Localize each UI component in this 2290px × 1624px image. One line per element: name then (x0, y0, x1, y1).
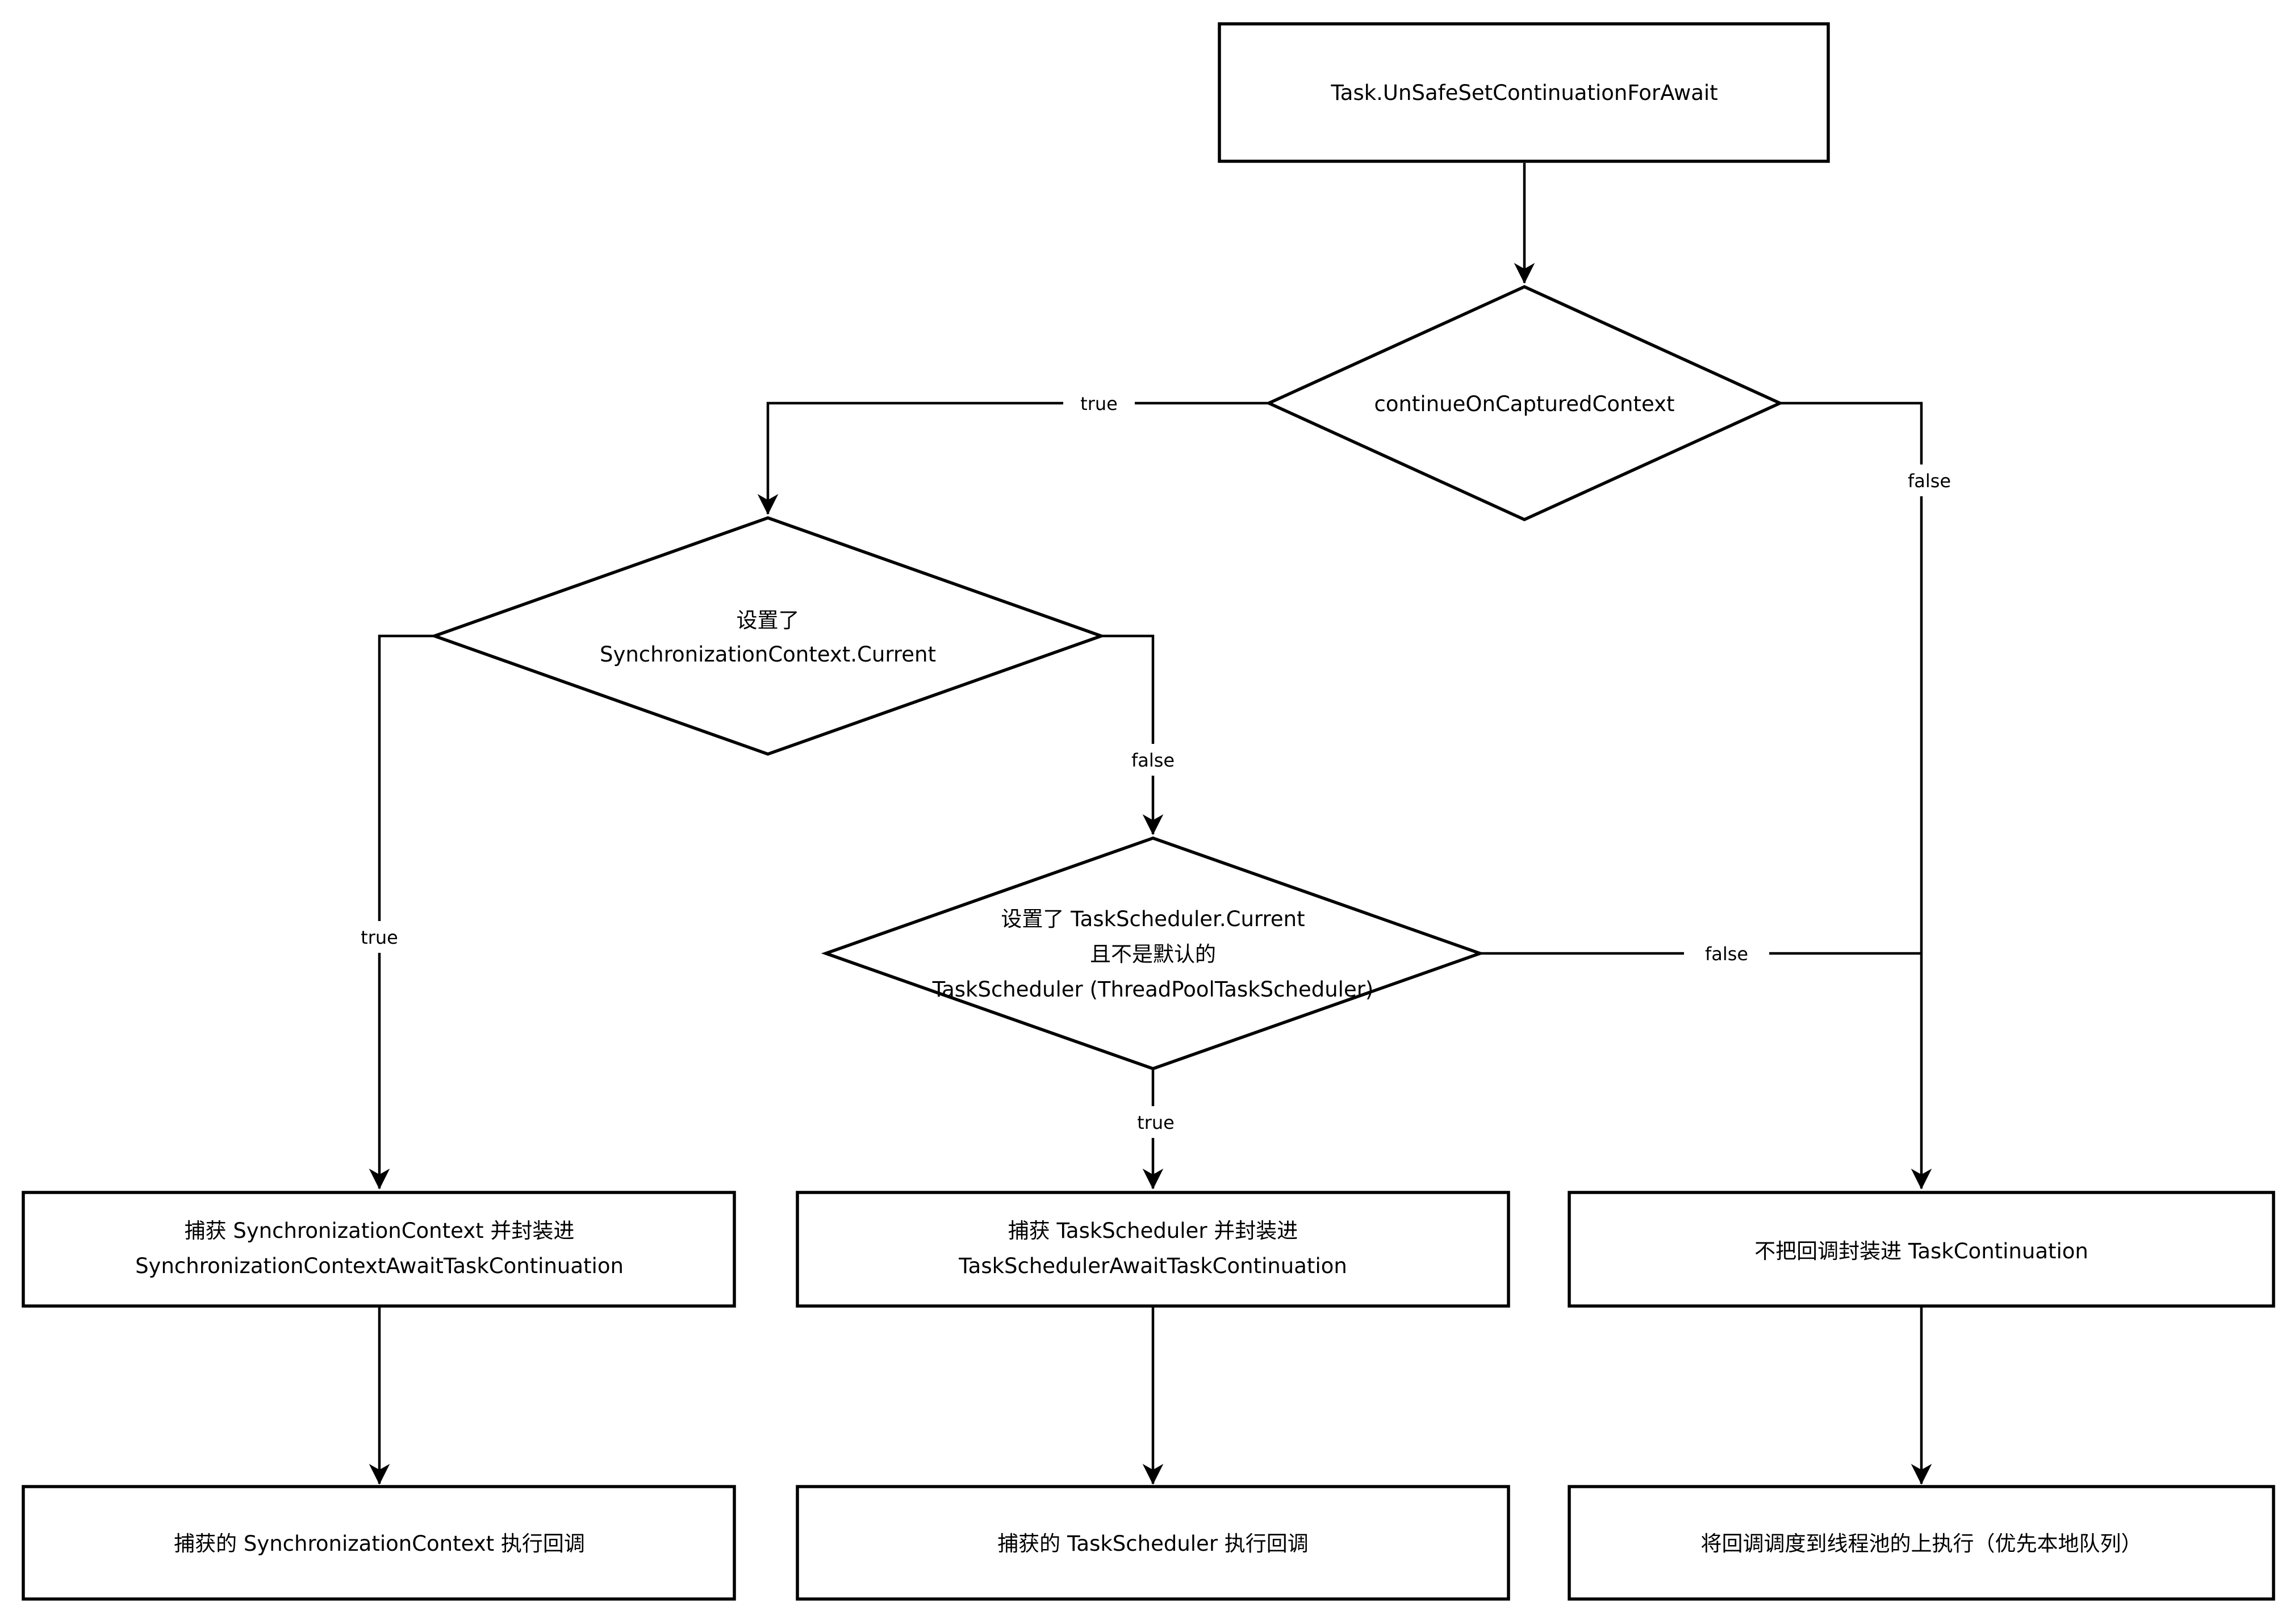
process-midleft-line2: SynchronizationContextAwaitTaskContinuat… (135, 1254, 624, 1278)
svg-text:true: true (361, 927, 398, 948)
decision-continueOnCapturedContext (1265, 284, 1784, 522)
edge-label-d2-false: false (1110, 744, 1196, 776)
decision3-label-line2: 且不是默认的 (1090, 942, 1216, 966)
svg-text:false: false (1131, 750, 1175, 771)
decision2-label-line1: 设置了 (737, 608, 800, 633)
decision2-label-line2: SynchronizationContext.Current (600, 642, 936, 667)
process-capture-synchronizationcontext (22, 1191, 736, 1308)
process-synccontext-invoke-callback (22, 1485, 736, 1601)
process-midcenter-line2: TaskSchedulerAwaitTaskContinuation (958, 1254, 1347, 1278)
process-bottomcenter-label: 捕获的 TaskScheduler 执行回调 (997, 1531, 1309, 1556)
process-bottomright-label: 将回调调度到线程池的上执行（优先本地队列） (1701, 1531, 2142, 1556)
edge-d2-false (1101, 634, 1164, 835)
process-midright-label: 不把回调封装进 TaskContinuation (1754, 1239, 2088, 1263)
decision3-label-line3: TaskScheduler (ThreadPoolTaskScheduler) (932, 977, 1374, 1002)
process-midleft-line1: 捕获 SynchronizationContext 并封装进 (185, 1219, 575, 1243)
svg-text:true: true (1137, 1112, 1175, 1133)
process-no-taskcontinuation (1568, 1191, 2275, 1308)
node-start-box (1218, 22, 1830, 163)
edge-label-d3-false: false (1684, 937, 1769, 969)
svg-text:false: false (1705, 943, 1748, 965)
decision3-label-line1: 设置了 TaskScheduler.Current (1001, 907, 1305, 931)
process-schedule-to-threadpool (1568, 1485, 2275, 1601)
edge-label-d1-false: false (1887, 464, 1972, 496)
process-bottomleft-label: 捕获的 SynchronizationContext 执行回调 (174, 1531, 585, 1556)
node-start-label: Task.UnSafeSetContinuationForAwait (1330, 81, 1718, 105)
edge-label-d2-true: true (344, 921, 415, 953)
edge-d2-true (369, 634, 434, 1190)
edge-label-d1-true: true (1063, 387, 1135, 419)
edge-d1-true (757, 401, 1269, 515)
svg-text:true: true (1080, 393, 1118, 415)
edge-label-d3-true: true (1120, 1106, 1192, 1138)
decision-synchronizationcontext-current (429, 516, 1106, 756)
svg-text:false: false (1908, 470, 1951, 492)
edge-d1-false (1780, 401, 1932, 1190)
process-midcenter-line1: 捕获 TaskScheduler 并封装进 (1008, 1219, 1298, 1243)
decision1-label: continueOnCapturedContext (1374, 392, 1674, 416)
process-taskscheduler-invoke-callback (796, 1485, 1510, 1601)
process-capture-taskscheduler (796, 1191, 1510, 1308)
decision-taskscheduler-current (821, 836, 1485, 1070)
